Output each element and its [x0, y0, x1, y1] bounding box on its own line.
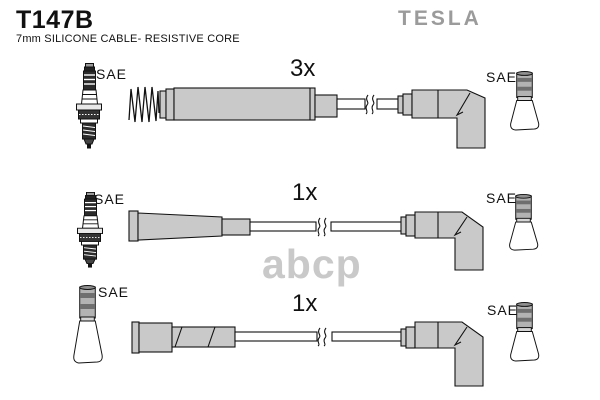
quantity-label: 1x	[292, 179, 318, 206]
spark-plug-icon	[77, 192, 103, 268]
cable-assembly-graphic	[128, 210, 484, 271]
sae-label-right: SAE	[486, 69, 518, 85]
tesla-logo: TESLA	[398, 7, 482, 30]
cone-boot-icon	[509, 194, 539, 251]
part-number: T147B	[16, 6, 94, 34]
cable-assembly-graphic	[128, 86, 486, 149]
coil-spring-icon	[128, 86, 160, 123]
elbow-boot-icon	[411, 89, 486, 149]
spark-plug-icon	[76, 63, 102, 149]
cable-break-icon	[365, 94, 375, 115]
straight-boot-icon	[138, 322, 173, 353]
elbow-boot-icon	[414, 211, 484, 271]
cable-wire	[234, 331, 318, 342]
elbow-boot-icon	[414, 321, 484, 387]
cable-assembly-graphic	[131, 321, 484, 387]
sae-label-left: SAE	[94, 191, 126, 207]
sae-label-right: SAE	[487, 302, 519, 318]
cone-boot-icon	[510, 71, 540, 131]
cable-wire	[331, 331, 404, 342]
cable-wire	[336, 98, 366, 110]
quantity-label: 1x	[292, 290, 318, 317]
cone-boot-icon	[510, 302, 540, 362]
cable-wire	[249, 221, 317, 232]
product-subtitle: 7mm SILICONE CABLE- RESISTIVE CORE	[16, 33, 240, 45]
sae-label-left: SAE	[98, 284, 130, 300]
cone-boot-icon	[73, 285, 103, 364]
sae-label-right: SAE	[486, 190, 518, 206]
cable-break-icon	[317, 217, 327, 237]
sae-label-left: SAE	[96, 66, 128, 82]
quantity-label: 3x	[290, 55, 316, 82]
cable-break-icon	[317, 327, 327, 347]
watermark: abcp	[262, 241, 362, 287]
straight-boot-icon	[137, 212, 223, 241]
